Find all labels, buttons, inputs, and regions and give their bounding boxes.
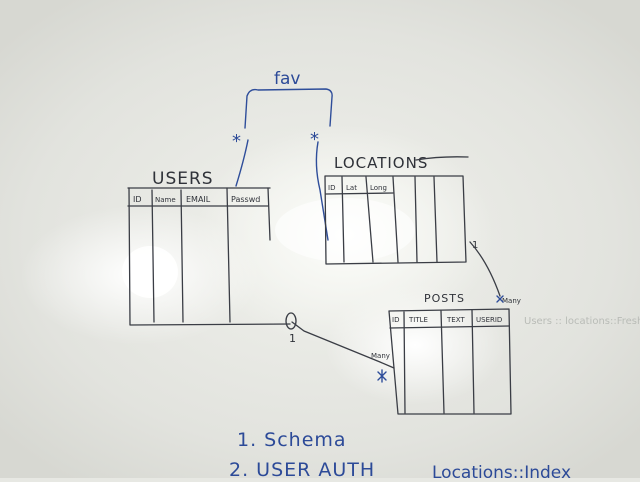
locations-title-underline: [415, 156, 469, 161]
posts-many-star: [377, 369, 387, 383]
locations-header-line: [325, 192, 394, 195]
posts-table: POSTS ID TITLE TEXT USERID Many Many: [371, 292, 521, 415]
fav-star-left: *: [232, 131, 241, 152]
fav-link-users: [235, 139, 249, 187]
posts-header-line: [389, 325, 510, 329]
users-cardinality: 1: [289, 332, 296, 345]
posts-many-star-location: [496, 295, 504, 303]
locations-posts-link: [469, 241, 501, 297]
users-col-id: ID: [133, 195, 142, 204]
posts-col-title: TITLE: [408, 316, 428, 324]
posts-col-text: TEXT: [446, 316, 465, 324]
locations-col-long: Long: [370, 184, 387, 192]
note-schema: 1. Schema: [237, 429, 347, 451]
posts-location-cardinality: Many: [502, 297, 521, 305]
locations-table: LOCATIONS ID Lat Long 1: [324, 154, 478, 265]
users-col-divider: [226, 187, 231, 323]
note-locations-index: Locations::Index: [432, 463, 571, 478]
posts-col-divider: [403, 311, 406, 414]
users-table: USERS ID Name EMAIL Passwd 1: [127, 169, 296, 345]
posts-outline: [388, 308, 512, 415]
posts-col-userid: USERID: [476, 316, 502, 324]
note-user-auth: 2. USER AUTH: [229, 459, 375, 478]
locations-col-lat: Lat: [346, 184, 357, 192]
users-outline: [128, 187, 291, 326]
users-col-divider: [151, 189, 155, 323]
users-col-name: Name: [155, 196, 176, 204]
users-posts-link: [291, 321, 395, 369]
locations-col-divider: [414, 176, 418, 263]
locations-col-id: ID: [328, 184, 335, 192]
fav-bracket: [244, 88, 333, 129]
posts-col-id: ID: [392, 316, 399, 324]
posts-col-divider: [471, 309, 475, 414]
locations-col-divider: [365, 176, 374, 263]
posts-title: POSTS: [424, 292, 465, 305]
locations-col-divider: [433, 176, 438, 263]
users-col-email: EMAIL: [186, 195, 211, 204]
users-col-divider: [267, 187, 271, 241]
posts-user-cardinality: Many: [371, 352, 390, 360]
locations-title: LOCATIONS: [334, 154, 428, 172]
users-col-divider: [180, 189, 184, 323]
users-col-passwd: Passwd: [231, 195, 260, 204]
locations-col-divider: [341, 176, 345, 263]
fav-star-right: *: [310, 129, 319, 150]
locations-col-divider: [392, 176, 399, 263]
posts-col-divider: [440, 310, 445, 414]
note-faint: Users :: locations::Fresh: [524, 316, 640, 327]
glare: [122, 246, 178, 298]
locations-cardinality: 1: [472, 240, 478, 251]
glare: [275, 198, 415, 262]
users-title: USERS: [152, 169, 214, 189]
locations-outline: [324, 175, 467, 265]
fav-label: fav: [274, 69, 300, 89]
users-posts-connector: [285, 312, 297, 330]
